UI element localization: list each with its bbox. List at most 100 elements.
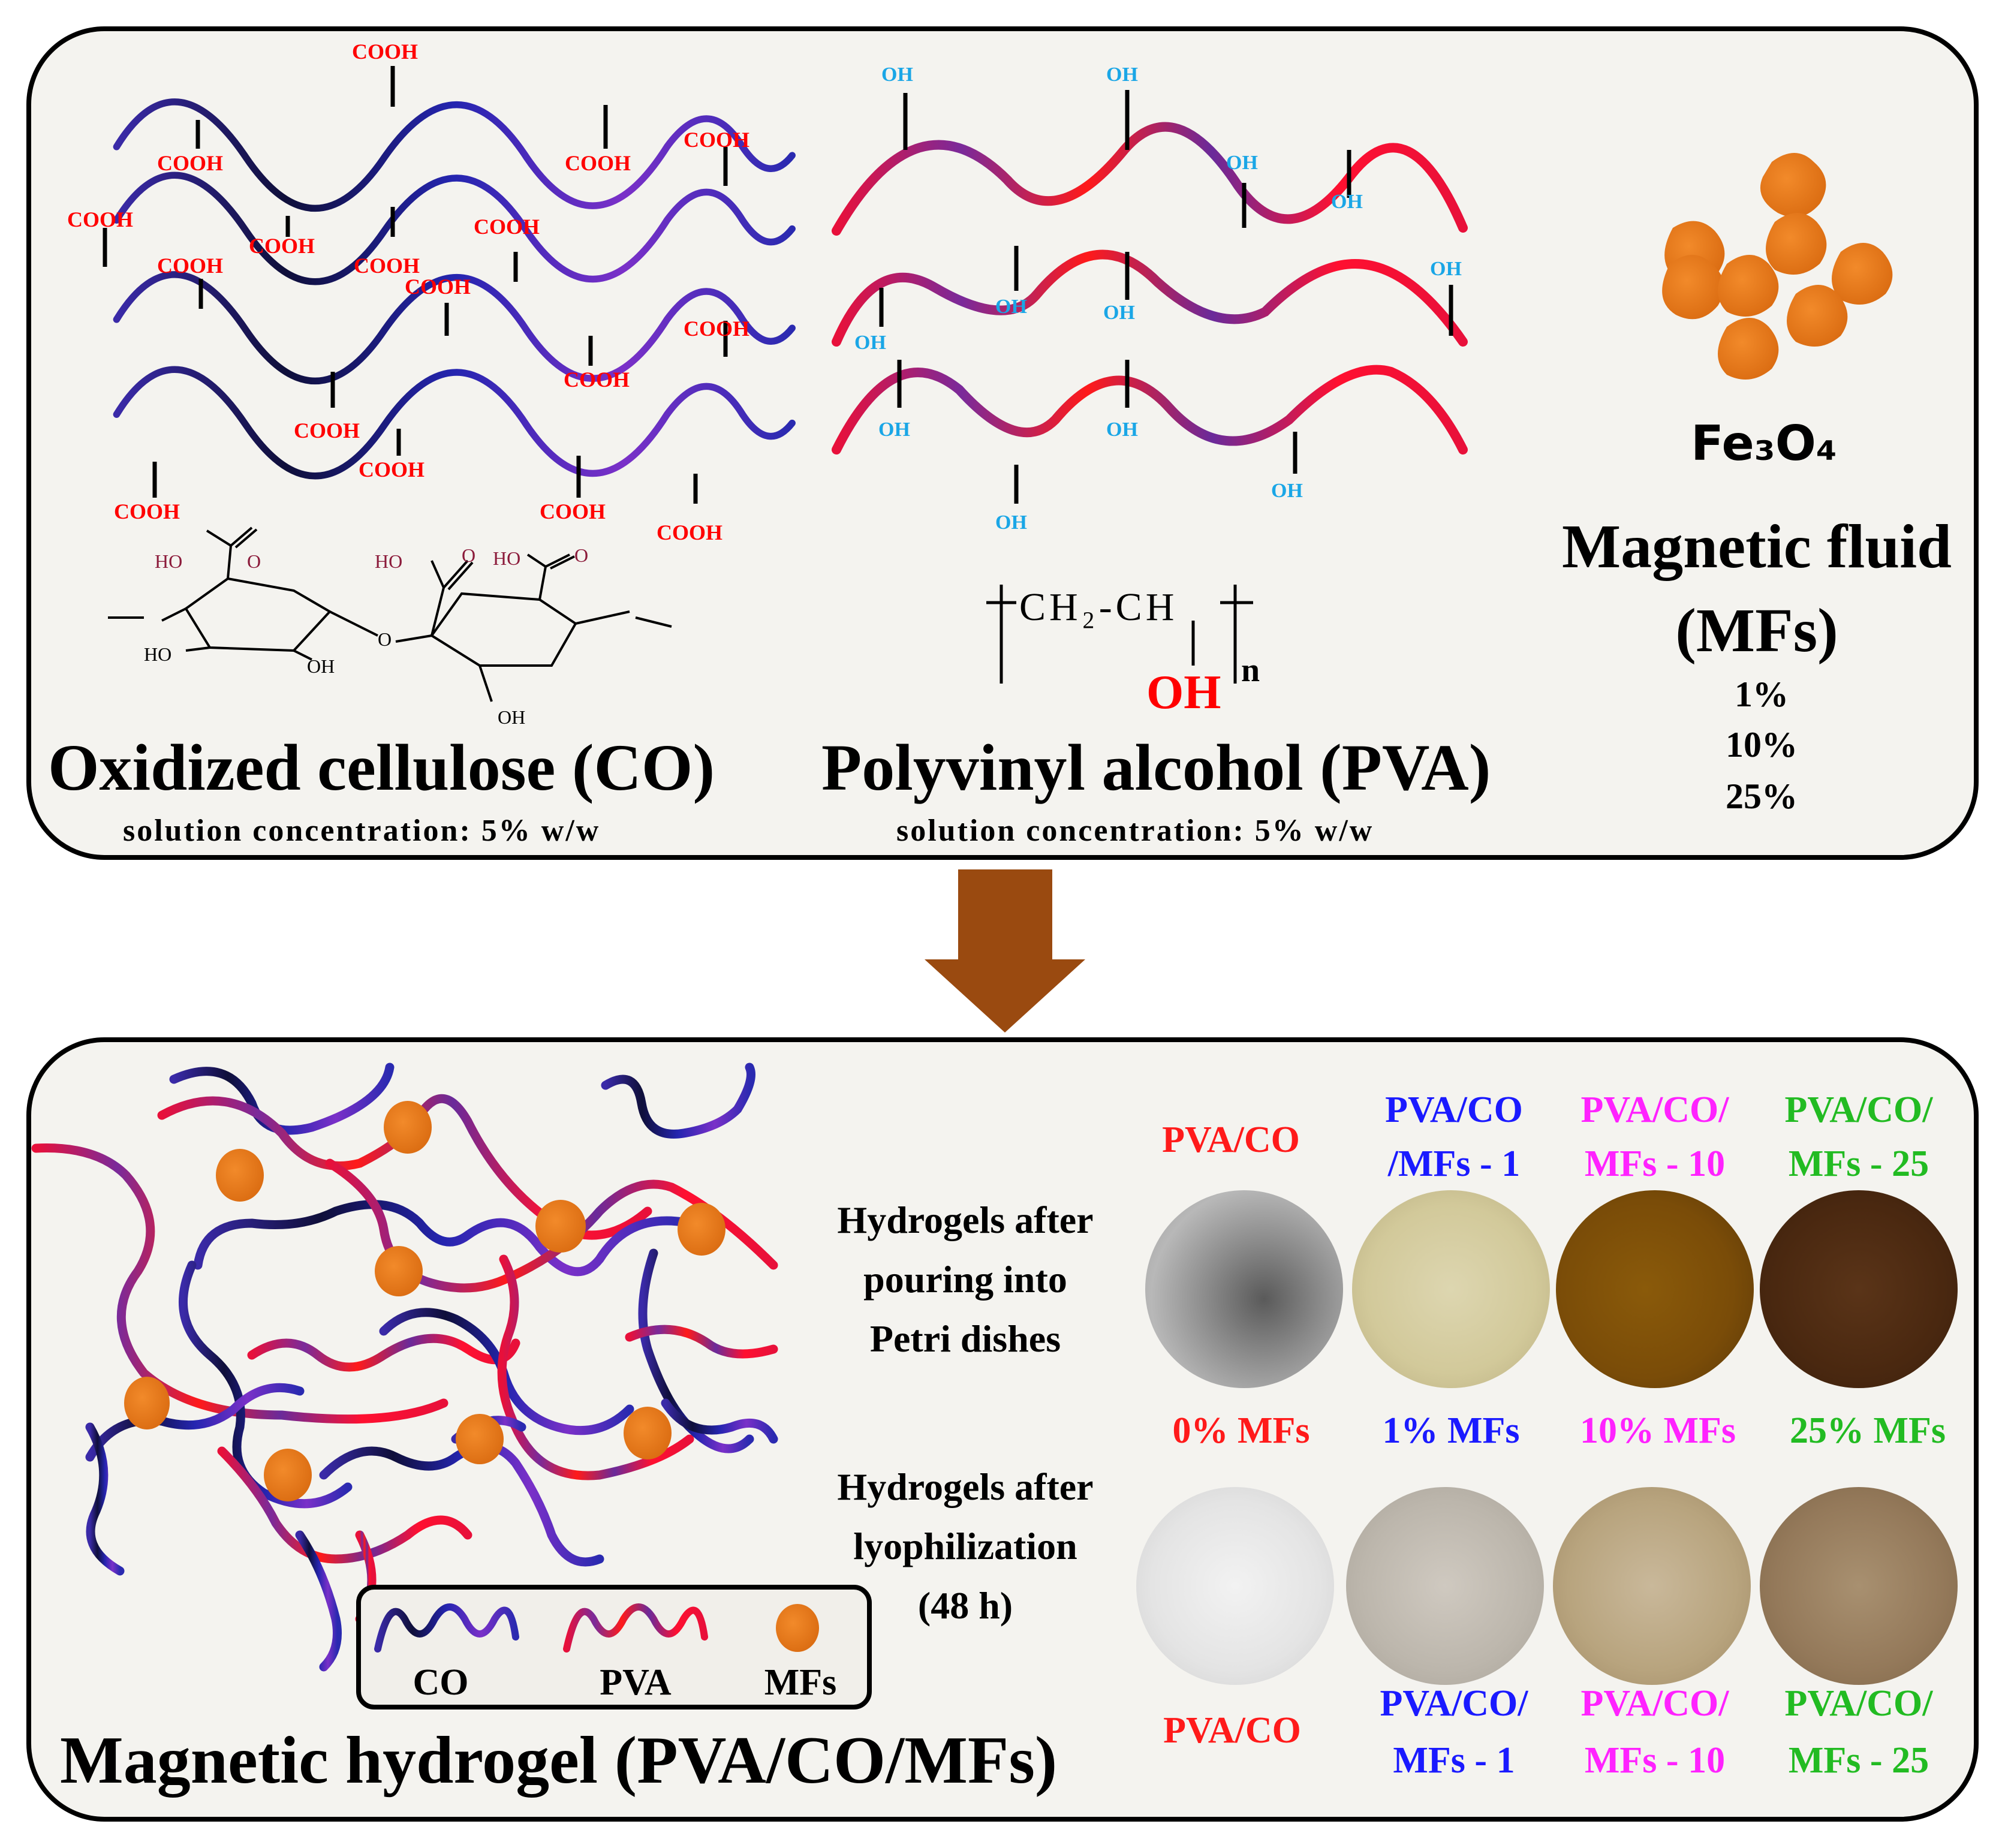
oh-label: OH: [1103, 302, 1135, 324]
legend-pva-label: PVA: [600, 1662, 672, 1703]
cooh-label: COOH: [540, 499, 606, 523]
sample-label-bottom: PVA/CO/: [1784, 1683, 1933, 1724]
pva-title: Polyvinyl alcohol (PVA): [821, 731, 1491, 804]
petri-dish-mfs25-lyophilized: [1760, 1487, 1958, 1685]
formula-atom: HO: [155, 550, 183, 572]
cooh-label: COOH: [359, 458, 425, 481]
sample-label-top: PVA/CO: [1385, 1089, 1523, 1130]
petri-dish-pva-co-poured: [1145, 1190, 1343, 1388]
petri-dish-mfs10-lyophilized: [1553, 1487, 1751, 1685]
mf-percent-label: 25% MFs: [1789, 1410, 1946, 1451]
cooh-label: COOH: [564, 368, 630, 392]
pva-concentration: solution concentration: 5% w/w: [896, 814, 1374, 848]
caption-line: lyophilization: [853, 1525, 1077, 1568]
petri-dish-mfs10-poured: [1556, 1190, 1754, 1388]
oh-label: OH: [1271, 480, 1303, 502]
oh-label: OH: [1430, 258, 1462, 280]
caption-lyophilized: Hydrogels after lyophilization (48 h): [837, 1457, 1093, 1636]
mf-percent-label: 10% MFs: [1579, 1410, 1736, 1451]
pva-chains: [832, 122, 1468, 455]
petri-dish-pva-co-lyophilized: [1136, 1487, 1334, 1685]
cooh-label: COOH: [354, 254, 420, 278]
mf-title-line1: Magnetic fluid: [1562, 512, 1952, 581]
sample-label-bottom: PVA/CO/: [1580, 1683, 1729, 1724]
cooh-label: COOH: [684, 317, 750, 341]
cooh-label: COOH: [565, 151, 631, 175]
sample-label-bottom: PVA/CO/: [1380, 1683, 1528, 1724]
caption-poured: Hydrogels after pouring into Petri dishe…: [837, 1190, 1093, 1369]
cooh-label: COOH: [684, 128, 750, 152]
oh-label: OH: [1331, 191, 1363, 213]
sample-label-bottom: MFs - 10: [1584, 1740, 1726, 1781]
cooh-label: COOH: [657, 520, 723, 544]
legend-co-swatch: [374, 1603, 519, 1653]
cooh-label: COOH: [474, 215, 540, 239]
mf-percent-label: 0% MFs: [1172, 1410, 1310, 1451]
mf-percent: 25%: [1726, 776, 1798, 816]
oh-label: OH: [995, 511, 1027, 534]
pva-formula-brackets: [986, 585, 1253, 684]
pva-formula-oh: OH: [1146, 666, 1221, 719]
hydrogel-network: [31, 1063, 778, 1672]
co-concentration: solution concentration: 5% w/w: [123, 814, 601, 848]
cooh-label: COOH: [405, 275, 471, 299]
sample-label-top: MFs - 10: [1584, 1143, 1726, 1184]
oh-label: OH: [1106, 419, 1138, 441]
formula-atom: O: [247, 550, 261, 572]
sample-label-top: MFs - 25: [1788, 1143, 1929, 1184]
petri-dish-mfs1-poured: [1352, 1190, 1550, 1388]
cooh-label: COOH: [114, 499, 180, 523]
cooh-label: COOH: [294, 419, 360, 443]
formula-atom: OH: [307, 655, 335, 677]
oh-label: OH: [881, 64, 913, 86]
pva-formula-main: CH₂-CH: [1019, 585, 1178, 629]
cooh-label: COOH: [249, 234, 315, 258]
petri-dish-mfs1-lyophilized: [1346, 1487, 1544, 1685]
sample-label-bottom: MFs - 25: [1788, 1740, 1929, 1781]
caption-line: Petri dishes: [869, 1317, 1061, 1361]
cooh-label: COOH: [157, 254, 224, 278]
fe3o4-formula: Fe₃O₄: [1691, 416, 1837, 471]
hydrogel-title: Magnetic hydrogel (PVA/CO/MFs): [60, 1723, 1058, 1798]
co-side-stems: [103, 66, 728, 504]
sample-label-bottom: PVA/CO: [1163, 1710, 1301, 1751]
hydrogel-nanoparticles: [124, 1101, 725, 1501]
co-title: Oxidized cellulose (CO): [48, 731, 715, 804]
mf-percent: 1%: [1735, 675, 1789, 714]
formula-atom: O: [378, 628, 392, 650]
oh-label: OH: [1226, 152, 1258, 174]
oh-label: OH: [995, 296, 1027, 318]
petri-dish-mfs25-poured: [1760, 1190, 1958, 1388]
formula-atom: HO: [493, 547, 521, 569]
pva-formula-n: n: [1241, 652, 1260, 689]
cooh-label: COOH: [352, 40, 419, 64]
sample-label-top: PVA/CO/: [1784, 1089, 1933, 1130]
mf-title-line2: (MFs): [1675, 596, 1838, 665]
fe3o4-particles: [1662, 153, 1893, 380]
formula-atom: O: [462, 544, 476, 566]
legend-co-label: CO: [413, 1662, 469, 1703]
formula-atom: OH: [498, 706, 526, 728]
cooh-label: COOH: [67, 207, 134, 231]
co-chains: [113, 98, 796, 480]
cooh-label: COOH: [157, 151, 224, 175]
top-panel: [26, 26, 1979, 860]
sample-label-top: /MFs - 1: [1387, 1143, 1521, 1184]
oh-label: OH: [854, 332, 886, 354]
formula-atom: HO: [144, 643, 172, 665]
sample-label-bottom: MFs - 1: [1393, 1740, 1515, 1781]
legend-mfs-label: MFs: [764, 1662, 837, 1703]
co-structure-drawing: [108, 526, 672, 702]
legend-box: [356, 1585, 872, 1709]
oh-label: OH: [1106, 64, 1138, 86]
caption-line: Hydrogels after: [837, 1465, 1094, 1508]
sample-label-top: PVA/CO/: [1580, 1089, 1729, 1130]
formula-atom: O: [574, 544, 589, 566]
caption-line: pouring into: [863, 1258, 1067, 1301]
oh-label: OH: [878, 419, 910, 441]
process-arrow: [925, 869, 1085, 1033]
sample-label-top: PVA/CO: [1162, 1119, 1300, 1160]
mf-percent-label: 1% MFs: [1382, 1410, 1520, 1451]
formula-atom: HO: [375, 550, 403, 572]
